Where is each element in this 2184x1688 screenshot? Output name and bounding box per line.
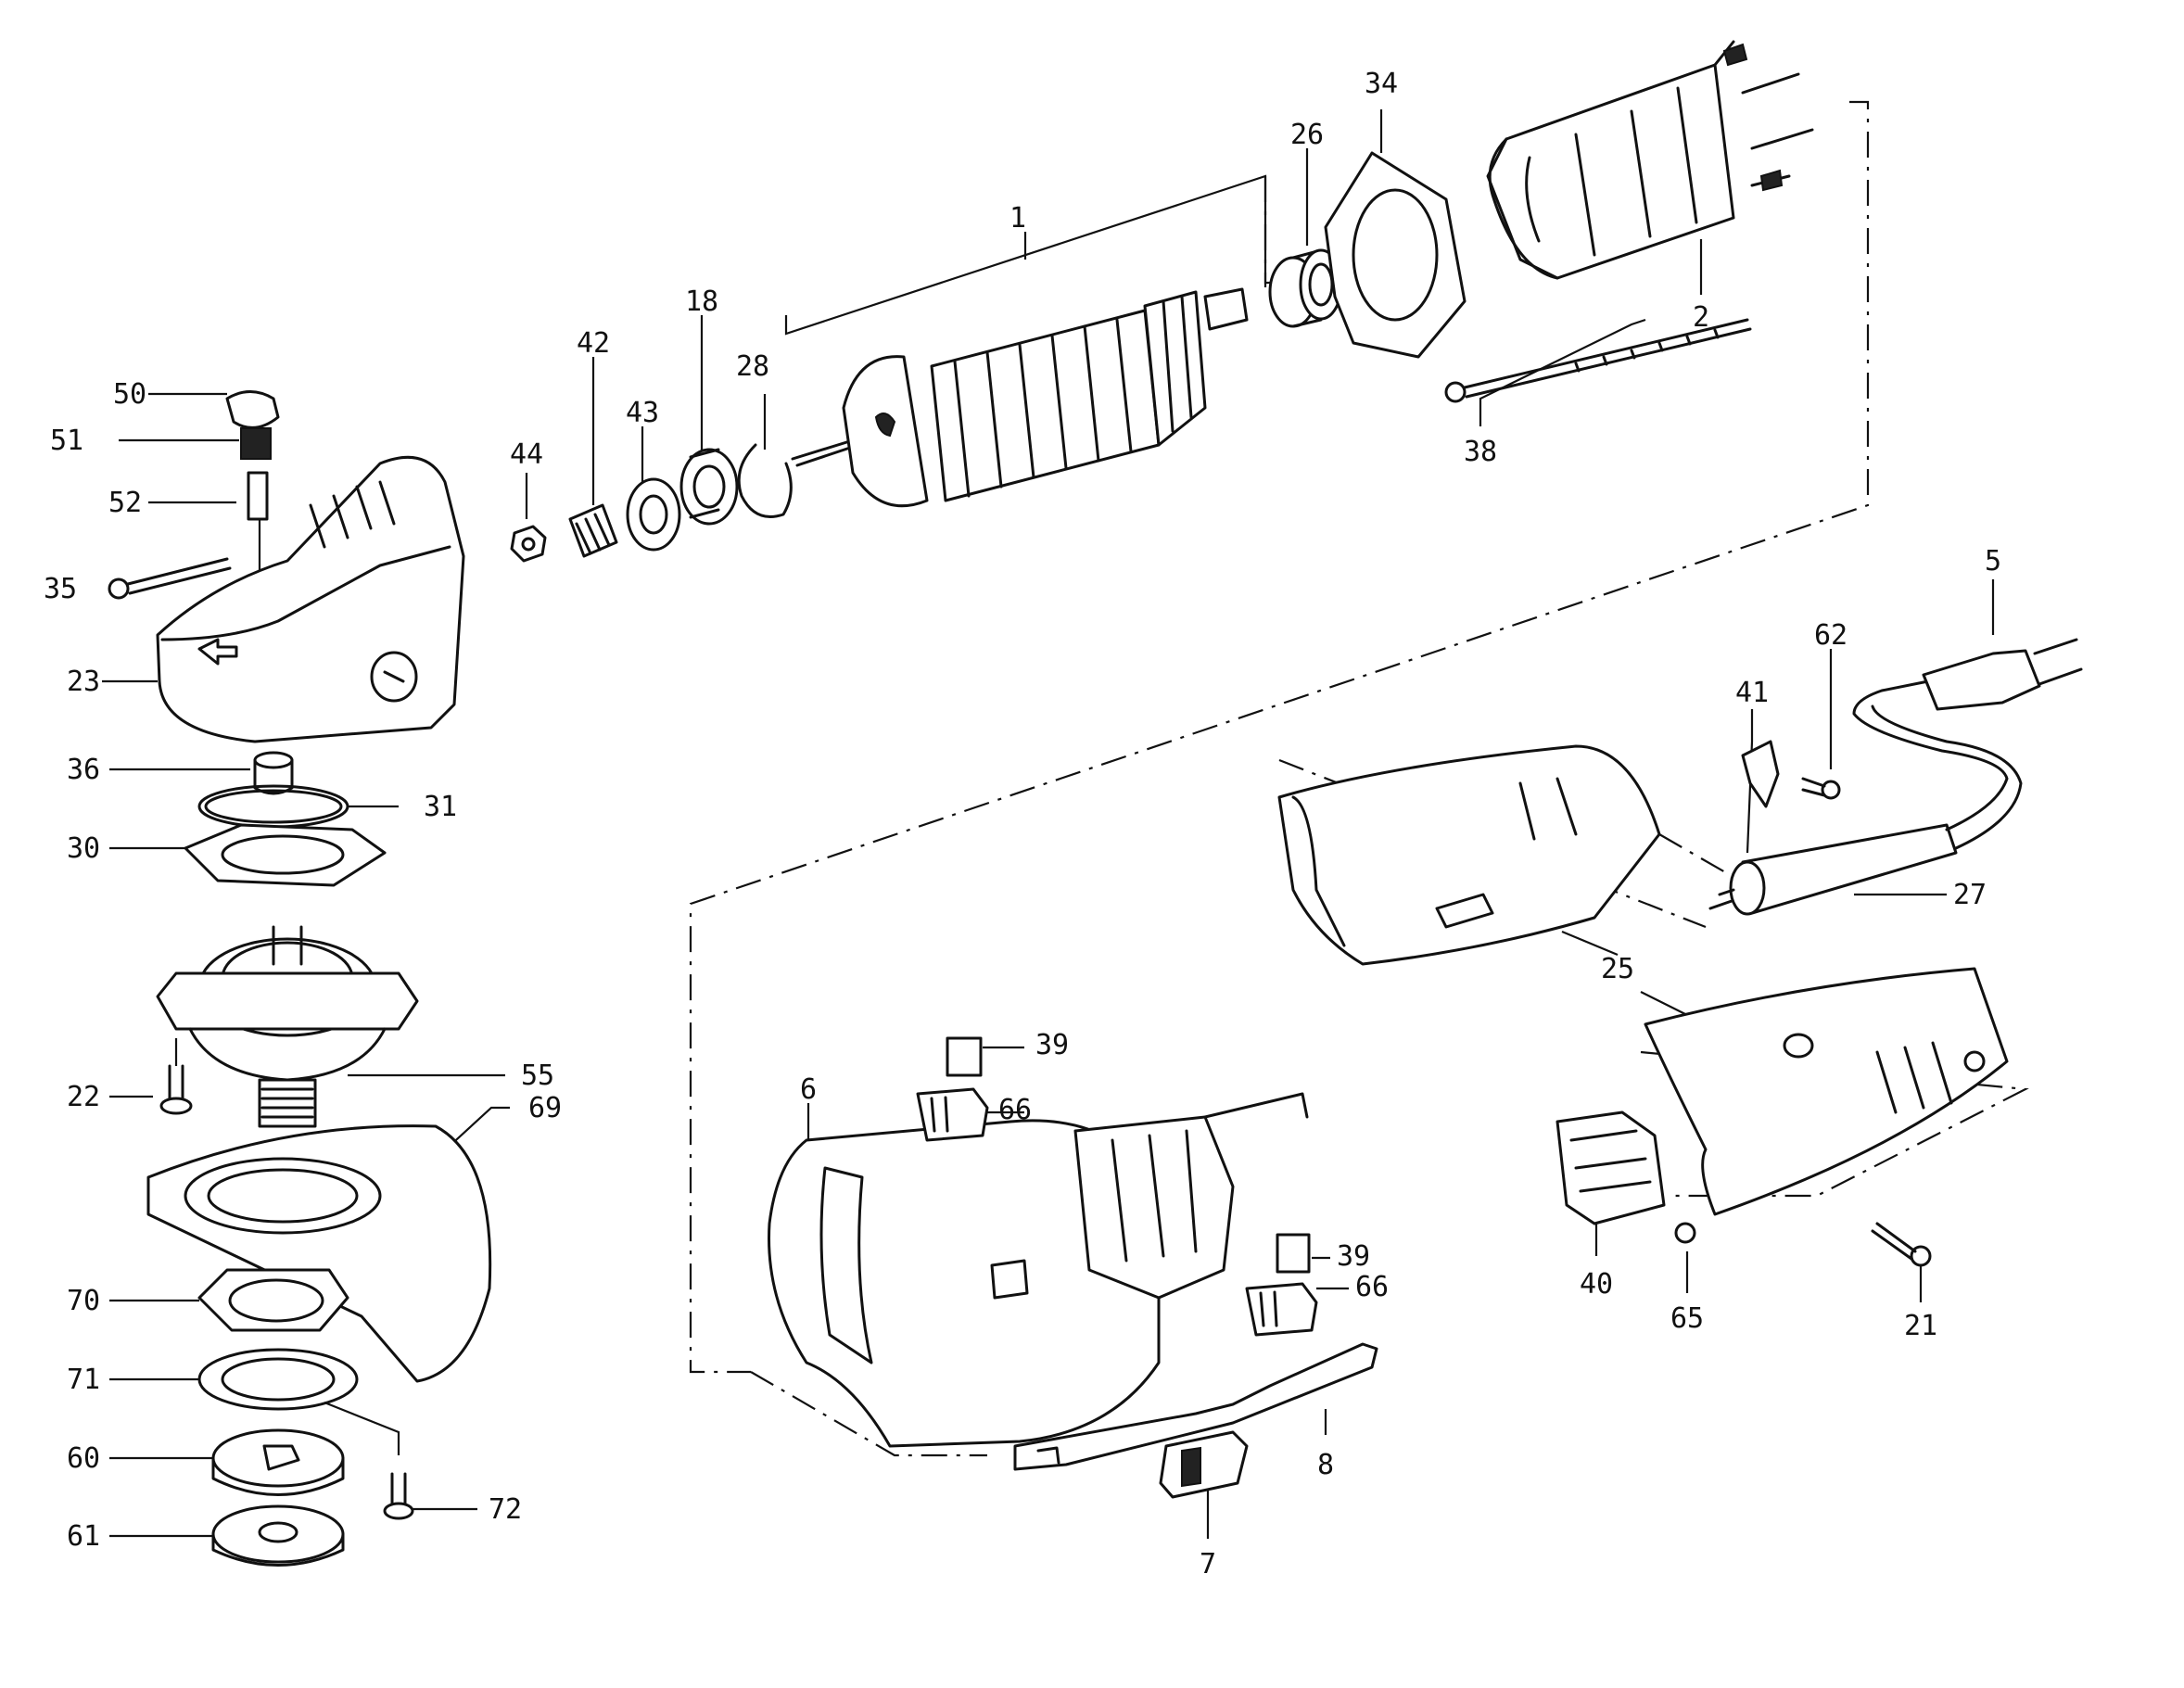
bearing-sleeve-part	[1268, 248, 1343, 328]
callout-26: 26	[1290, 119, 1324, 151]
callout-72: 72	[489, 1493, 522, 1526]
inner-flange-part	[211, 1428, 345, 1496]
callout-69: 69	[528, 1092, 562, 1124]
handle-cover-part	[1644, 967, 2009, 1216]
clamp-ring-part	[197, 1348, 359, 1411]
carbon-brush-bottom-part	[1276, 1233, 1311, 1274]
callout-8: 8	[1317, 1449, 1334, 1481]
leader-lines	[102, 109, 1995, 1539]
screw-62-part	[1801, 777, 1841, 800]
callout-61: 61	[67, 1520, 100, 1553]
power-cord-plug-part	[1852, 638, 2083, 850]
callout-71: 71	[67, 1364, 100, 1396]
screw-22-part	[159, 1064, 193, 1115]
callout-31: 31	[424, 791, 457, 823]
clamp-plate-part	[197, 1268, 349, 1332]
wheel-guard-part	[146, 1124, 492, 1383]
callout-60: 60	[67, 1442, 100, 1475]
strain-relief-part	[1708, 823, 1958, 916]
screw-21-part	[1871, 1222, 1932, 1267]
callout-2: 2	[1693, 301, 1709, 334]
switch-bar-part	[1013, 1342, 1378, 1471]
callout-38: 38	[1464, 436, 1497, 468]
callout-65: 65	[1670, 1302, 1704, 1335]
callout-27: 27	[1953, 879, 1987, 911]
brush-holder-top-part	[916, 1087, 989, 1142]
part-callout-labels: 1 2 5 6 7 8 18 21 22 23 25 26 27 28 30 3…	[44, 68, 2001, 1580]
callout-18: 18	[685, 286, 718, 318]
callout-30: 30	[67, 832, 100, 865]
callout-21: 21	[1904, 1310, 1937, 1342]
callout-55: 55	[521, 1060, 554, 1092]
nut-part	[510, 525, 547, 563]
callout-70: 70	[67, 1285, 100, 1317]
motor-housing-part	[768, 1092, 1309, 1448]
callout-43: 43	[626, 397, 659, 429]
armature-part	[791, 287, 1249, 508]
callout-28: 28	[736, 350, 769, 383]
callout-36: 36	[67, 754, 100, 786]
gasket-part	[184, 823, 387, 887]
carbon-brush-top-part	[946, 1036, 983, 1077]
bearing-part	[626, 477, 681, 552]
baffle-part	[1324, 151, 1467, 359]
field-stator-part	[1486, 40, 1814, 280]
callout-50: 50	[113, 378, 146, 411]
callout-35: 35	[44, 573, 77, 605]
callout-25: 25	[1601, 953, 1634, 985]
switch-button-part	[1159, 1430, 1249, 1499]
callout-41: 41	[1735, 677, 1769, 709]
spring-part	[240, 427, 272, 460]
outer-flange-nut-part	[211, 1504, 345, 1567]
callout-6: 6	[800, 1073, 817, 1106]
callout-1: 1	[1009, 202, 1026, 235]
retaining-ring-part	[737, 443, 793, 518]
screw-65-part	[1674, 1222, 1696, 1244]
switch-part	[1555, 1111, 1666, 1225]
brush-holder-bottom-part	[1245, 1282, 1318, 1337]
callout-66-top: 66	[998, 1094, 1032, 1126]
callout-34: 34	[1365, 68, 1398, 100]
pinion-gear-part	[568, 503, 618, 558]
callout-40: 40	[1580, 1268, 1613, 1301]
callout-62: 62	[1814, 619, 1848, 652]
callout-66-bottom: 66	[1355, 1271, 1389, 1303]
callout-42: 42	[577, 327, 610, 360]
callout-7: 7	[1200, 1548, 1216, 1580]
callout-52: 52	[108, 487, 142, 519]
long-screw-part	[1444, 318, 1752, 403]
ball-bearing-part	[679, 448, 739, 526]
bearing-plate-spindle-part	[156, 925, 419, 1128]
screw-35-part	[108, 557, 232, 600]
cord-clamp-part	[1741, 740, 1780, 808]
gear-case-part	[156, 455, 465, 743]
callout-39-bottom: 39	[1337, 1240, 1370, 1273]
lock-pin-part	[247, 471, 269, 521]
rear-handle-housing-part	[1277, 744, 1661, 966]
screw-72-part	[383, 1472, 414, 1520]
callout-22: 22	[67, 1081, 100, 1113]
button-cap-part	[225, 390, 280, 429]
callout-23: 23	[67, 666, 100, 698]
callout-51: 51	[50, 425, 83, 457]
callout-5: 5	[1985, 545, 2001, 577]
callout-39-top: 39	[1035, 1029, 1069, 1061]
callout-44: 44	[510, 438, 543, 471]
